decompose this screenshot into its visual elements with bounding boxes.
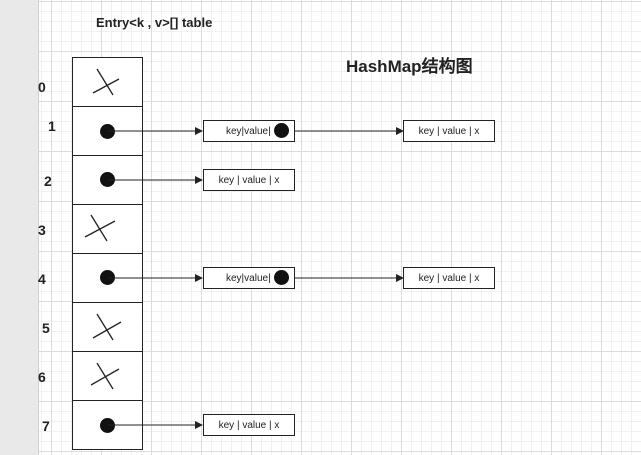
pointer-dot-icon xyxy=(100,418,115,433)
entry-node-label: key | value | x xyxy=(418,125,480,137)
entry-node-label: key | value | x xyxy=(218,174,280,186)
null-cross-icon xyxy=(92,68,120,96)
index-label-1: 1 xyxy=(48,118,56,134)
index-label-7: 7 xyxy=(42,418,50,434)
null-cross-icon xyxy=(84,214,116,242)
bucket-slot-3 xyxy=(72,204,143,254)
null-cross-icon xyxy=(90,362,120,390)
null-cross-icon xyxy=(92,313,122,341)
bucket-slot-5 xyxy=(72,302,143,352)
bucket-slot-0 xyxy=(72,57,143,107)
entry-node-label: key | value | x xyxy=(418,272,480,284)
index-label-3: 3 xyxy=(38,222,46,238)
diagram-title: HashMap结构图 xyxy=(346,57,473,76)
index-label-6: 6 xyxy=(38,369,46,385)
entry-node-row1-first: key|value| xyxy=(203,120,295,142)
index-label-5: 5 xyxy=(42,320,50,336)
entry-node-row4-first: key|value| xyxy=(203,267,295,289)
bucket-array xyxy=(72,57,143,451)
bucket-slot-4 xyxy=(72,253,143,303)
table-label: Entry<k , v>[] table xyxy=(96,15,213,30)
index-label-2: 2 xyxy=(44,173,52,189)
next-pointer-dot-icon xyxy=(274,270,289,285)
entry-node-row4-second: key | value | x xyxy=(403,267,495,289)
entry-node-row1-second: key | value | x xyxy=(403,120,495,142)
entry-node-label: key|value| xyxy=(226,125,271,137)
index-label-4: 4 xyxy=(38,271,46,287)
entry-node-row7-first: key | value | x xyxy=(203,414,295,436)
entry-node-label: key | value | x xyxy=(218,419,280,431)
pointer-dot-icon xyxy=(100,172,115,187)
entry-node-row2-first: key | value | x xyxy=(203,169,295,191)
left-ruler xyxy=(0,0,39,455)
pointer-dot-icon xyxy=(100,124,115,139)
entry-node-label: key|value| xyxy=(226,272,271,284)
pointer-dot-icon xyxy=(100,270,115,285)
next-pointer-dot-icon xyxy=(274,123,289,138)
index-label-0: 0 xyxy=(38,79,46,95)
